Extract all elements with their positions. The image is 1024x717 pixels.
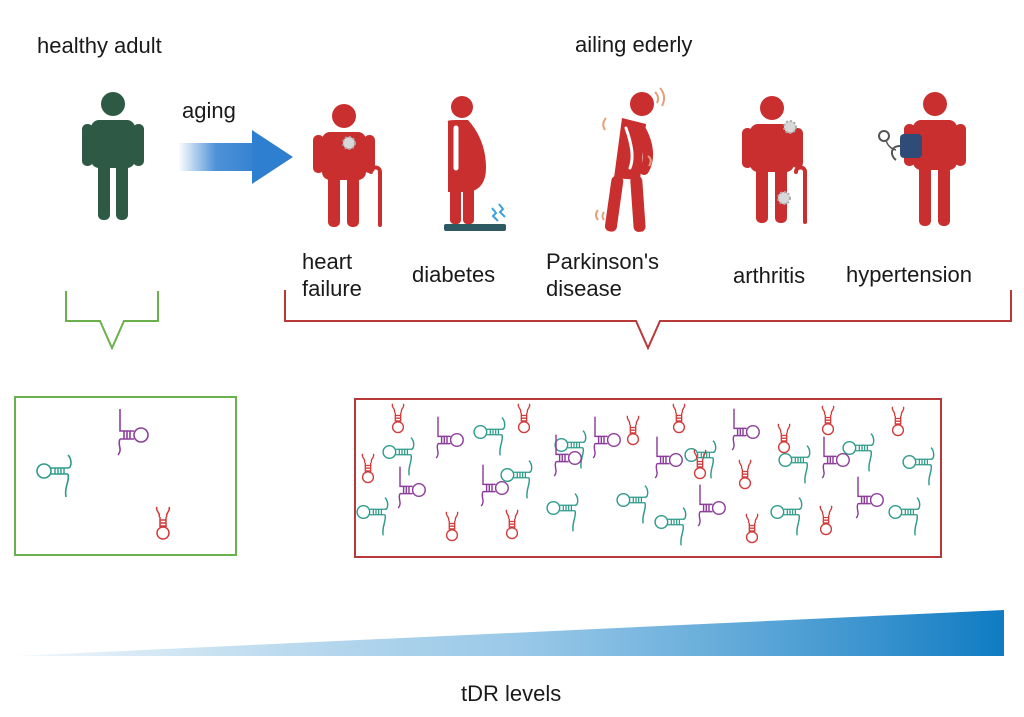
aging-arrow bbox=[178, 130, 293, 184]
trna-fragment-icon bbox=[391, 403, 405, 434]
trna-fragment-icon bbox=[902, 446, 935, 487]
healthy-trna-fragments bbox=[36, 408, 171, 540]
trna-fragment-icon bbox=[684, 439, 717, 480]
trna-fragment-icon bbox=[445, 511, 459, 542]
parkinsons-icon bbox=[595, 87, 666, 232]
trna-fragment-icon bbox=[397, 465, 426, 509]
ailing-trna-fragments bbox=[356, 403, 935, 547]
disease-label-parkinsons: Parkinson's disease bbox=[546, 249, 660, 301]
tdr-level-gradient bbox=[15, 610, 1004, 656]
trna-fragment-icon bbox=[731, 407, 760, 451]
healthy-brace bbox=[65, 291, 159, 351]
trna-fragment-icon bbox=[480, 463, 509, 507]
heart-failure-icon bbox=[313, 104, 382, 227]
trna-fragment-icon bbox=[745, 513, 759, 544]
trna-fragment-icon bbox=[473, 416, 506, 457]
disease-label-arthritis: arthritis bbox=[733, 263, 806, 288]
trna-fragment-icon bbox=[626, 415, 640, 446]
trna-fragment-icon bbox=[777, 423, 791, 454]
trna-fragment-icon bbox=[616, 484, 649, 525]
trna-fragment-icon bbox=[546, 492, 579, 533]
trna-fragment-icon bbox=[842, 432, 875, 473]
trna-fragment-icon bbox=[778, 444, 811, 485]
disease-label-diabetes: diabetes bbox=[412, 262, 496, 287]
healthy-adult-label: healthy adult bbox=[37, 33, 162, 58]
trna-fragment-icon bbox=[654, 506, 687, 547]
trna-fragment-icon bbox=[697, 483, 726, 527]
trna-fragment-icon bbox=[517, 403, 531, 434]
trna-fragment-icon bbox=[821, 405, 835, 436]
trna-fragment-icon bbox=[505, 509, 519, 540]
trna-fragment-icon bbox=[672, 403, 686, 434]
person-icon bbox=[82, 92, 144, 220]
arthritis-icon bbox=[742, 96, 807, 224]
disease-label-hypertension: hypertension bbox=[846, 262, 972, 287]
trna-fragment-icon bbox=[361, 453, 375, 484]
trna-fragment-icon bbox=[738, 459, 752, 490]
trna-fragment-icon bbox=[435, 415, 464, 459]
trna-fragment-icon bbox=[693, 449, 707, 480]
trna-fragment-icon bbox=[356, 496, 389, 537]
aging-label: aging bbox=[182, 98, 236, 123]
trna-fragment-icon bbox=[770, 496, 803, 537]
trna-fragment-icon bbox=[382, 436, 415, 477]
trna-fragment-icon bbox=[819, 505, 833, 536]
trna-fragment-icon bbox=[888, 496, 921, 537]
trna-fragment-icon bbox=[891, 406, 905, 437]
ailing-trna-box bbox=[354, 398, 942, 558]
healthy-trna-box bbox=[14, 396, 237, 556]
ailing-elderly-label: ailing ederly bbox=[575, 32, 693, 57]
trna-fragment-icon bbox=[855, 475, 884, 519]
diabetes-icon bbox=[444, 96, 506, 231]
trna-fragment-icon bbox=[654, 435, 683, 479]
ailing-brace bbox=[284, 290, 1012, 351]
disease-label-heart-failure: heart failure bbox=[302, 249, 362, 301]
trna-fragment-icon bbox=[553, 433, 582, 477]
tdr-levels-label: tDR levels bbox=[461, 681, 562, 706]
trna-fragment-icon bbox=[592, 415, 621, 459]
hypertension-icon bbox=[878, 92, 966, 226]
